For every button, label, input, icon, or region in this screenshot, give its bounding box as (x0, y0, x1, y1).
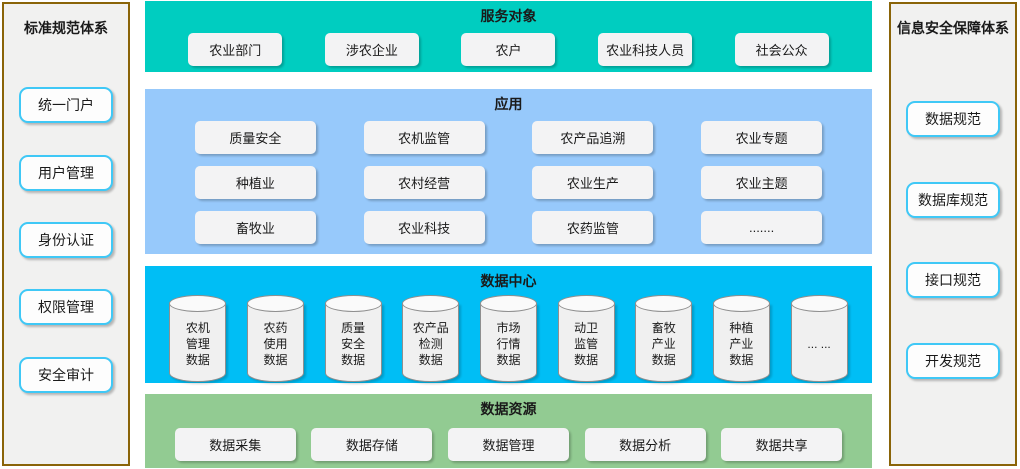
database-cylinder-quality-safety: 质量 安全 数据 (324, 295, 382, 382)
cylinder-top (246, 295, 304, 312)
cylinder-body (169, 303, 227, 382)
security-item-database-spec: 数据库规范 (906, 181, 1000, 218)
data-center-row: 农机 管理 数据 农药 使用 数据 质量 安全 数据 农产品 检测 数据 市场 (145, 295, 872, 382)
applications-title: 应用 (494, 96, 523, 112)
app-node-agri-production: 农业生产 (532, 166, 654, 199)
standards-item-user-management: 用户管理 (19, 154, 113, 191)
data-resources-row: 数据采集 数据存储 数据管理 数据分析 数据共享 (145, 428, 872, 461)
app-node-product-traceability: 农产品追溯 (532, 121, 654, 154)
database-cylinder-ellipsis: ... ... (790, 295, 848, 382)
standards-item-security-audit: 安全审计 (19, 356, 113, 393)
service-node-agriculture-dept: 农业部门 (188, 33, 283, 66)
standards-item-unified-portal: 统一门户 (19, 87, 113, 124)
service-node-agri-enterprises: 涉农企业 (324, 33, 419, 66)
resource-node-data-management: 数据管理 (447, 428, 569, 461)
standards-panel: 标准规范体系 统一门户 用户管理 身份认证 权限管理 安全审计 (2, 2, 130, 466)
app-node-agri-themes: 农业主题 (701, 166, 823, 199)
security-assurance-panel-items: 数据规范 数据库规范 接口规范 开发规范 (891, 38, 1015, 464)
cylinder-top (557, 295, 615, 312)
data-center-band: 数据中心 农机 管理 数据 农药 使用 数据 质量 安全 数据 农产品 检测 数… (145, 266, 872, 383)
app-node-rural-operation: 农村经营 (363, 166, 485, 199)
app-node-quality-safety: 质量安全 (194, 121, 316, 154)
service-targets-title: 服务对象 (480, 8, 537, 24)
data-center-title: 数据中心 (480, 273, 537, 289)
resource-node-data-analysis: 数据分析 (584, 428, 706, 461)
cylinder-top (712, 295, 770, 312)
security-item-interface-spec: 接口规范 (906, 262, 1000, 299)
database-cylinder-planting-industry: 种植 产业 数据 (712, 295, 770, 382)
service-node-farmers: 农户 (461, 33, 556, 66)
app-node-animal-husbandry: 畜牧业 (194, 211, 316, 244)
data-resources-title: 数据资源 (480, 401, 537, 417)
cylinder-body (402, 303, 460, 382)
cylinder-body (246, 303, 304, 382)
database-cylinder-animal-health: 动卫 监管 数据 (557, 295, 615, 382)
service-node-public: 社会公众 (734, 33, 829, 66)
resource-node-data-storage: 数据存储 (311, 428, 433, 461)
cylinder-top (169, 295, 227, 312)
service-targets-row: 农业部门 涉农企业 农户 农业科技人员 社会公众 (145, 33, 872, 66)
resource-node-data-collection: 数据采集 (174, 428, 296, 461)
cylinder-body (790, 303, 848, 382)
data-resources-band: 数据资源 数据采集 数据存储 数据管理 数据分析 数据共享 (145, 394, 872, 468)
app-node-pesticide-supervision: 农药监管 (532, 211, 654, 244)
database-cylinder-market-info: 市场 行情 数据 (479, 295, 537, 382)
security-assurance-panel-title: 信息安全保障体系 (897, 20, 1009, 36)
service-node-agri-tech-staff: 农业科技人员 (598, 33, 693, 66)
cylinder-top (479, 295, 537, 312)
cylinder-body (324, 303, 382, 382)
cylinder-top (402, 295, 460, 312)
app-node-planting: 种植业 (194, 166, 316, 199)
standards-panel-items: 统一门户 用户管理 身份认证 权限管理 安全审计 (4, 38, 128, 464)
standards-item-permission-management: 权限管理 (19, 289, 113, 326)
service-targets-band: 服务对象 农业部门 涉农企业 农户 农业科技人员 社会公众 (145, 1, 872, 72)
cylinder-body (712, 303, 770, 382)
resource-node-data-sharing: 数据共享 (721, 428, 843, 461)
app-node-machinery-supervision: 农机监管 (363, 121, 485, 154)
app-node-agri-science: 农业科技 (363, 211, 485, 244)
security-item-data-spec: 数据规范 (906, 100, 1000, 137)
database-cylinder-machinery-mgmt: 农机 管理 数据 (169, 295, 227, 382)
cylinder-body (479, 303, 537, 382)
security-item-development-spec: 开发规范 (906, 343, 1000, 380)
cylinder-top (324, 295, 382, 312)
cylinder-top (635, 295, 693, 312)
security-assurance-panel: 信息安全保障体系 数据规范 数据库规范 接口规范 开发规范 (889, 2, 1017, 466)
cylinder-top (790, 295, 848, 312)
main-diagram: 服务对象 农业部门 涉农企业 农户 农业科技人员 社会公众 应用 质量安全 农机… (145, 1, 872, 468)
app-node-agri-special-topics: 农业专题 (701, 121, 823, 154)
database-cylinder-product-testing: 农产品 检测 数据 (402, 295, 460, 382)
applications-grid: 质量安全 农机监管 农产品追溯 农业专题 种植业 农村经营 农业生产 农业主题 … (145, 114, 872, 244)
cylinder-body (635, 303, 693, 382)
standards-panel-title: 标准规范体系 (24, 20, 108, 36)
cylinder-body (557, 303, 615, 382)
applications-band: 应用 质量安全 农机监管 农产品追溯 农业专题 种植业 农村经营 农业生产 农业… (145, 89, 872, 254)
database-cylinder-livestock-industry: 畜牧 产业 数据 (635, 295, 693, 382)
app-node-ellipsis: ....... (701, 211, 823, 244)
database-cylinder-pesticide-use: 农药 使用 数据 (246, 295, 304, 382)
standards-item-identity-auth: 身份认证 (19, 221, 113, 258)
